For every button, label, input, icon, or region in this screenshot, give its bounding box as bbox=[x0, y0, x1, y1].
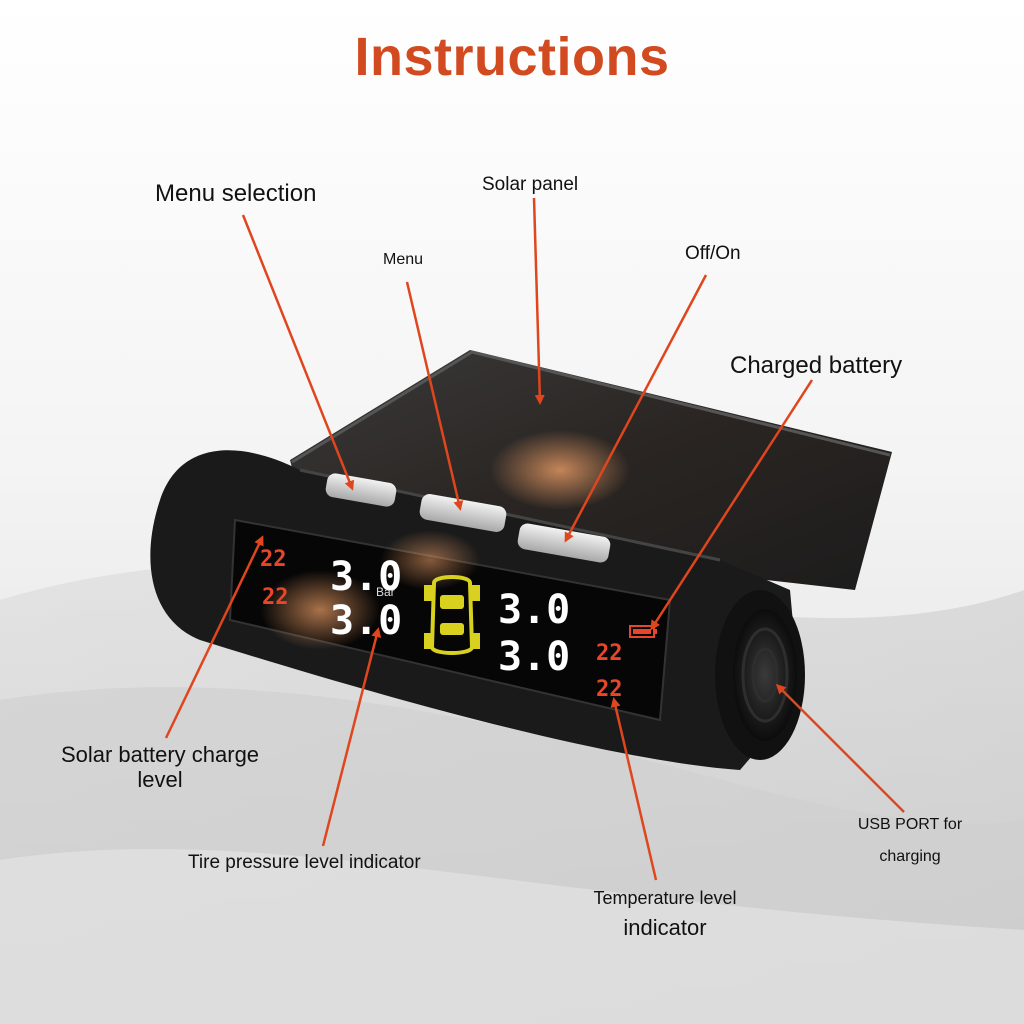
arrow-off-on bbox=[564, 274, 708, 543]
arrow-usb-port bbox=[775, 683, 905, 813]
page-title: Instructions bbox=[354, 27, 670, 87]
label-usb-line2: charging bbox=[879, 848, 941, 866]
lcd-pressure-values: 3.0 3.0 3.0 3.0 Bar bbox=[330, 554, 570, 680]
arrow-solar-battery bbox=[164, 535, 264, 739]
label-usb-line1: USB PORT for bbox=[857, 816, 963, 833]
lcd-screen bbox=[228, 518, 672, 722]
pressure-value-rear-left: 3.0 bbox=[330, 598, 402, 644]
off-on-button[interactable] bbox=[516, 522, 611, 564]
label-charged-battery: Charged battery bbox=[730, 352, 903, 379]
label-solar-battery-line1: Solar battery charge bbox=[60, 742, 260, 767]
temp-value-front-right: 22 bbox=[596, 641, 623, 666]
label-temperature-line1: Temperature level bbox=[593, 888, 737, 908]
label-usb-port: USB PORT for charging bbox=[840, 816, 980, 867]
menu-selection-button[interactable] bbox=[324, 472, 397, 508]
label-tire-pressure: Tire pressure level indicator bbox=[188, 852, 421, 873]
solar-panel bbox=[290, 350, 892, 590]
buttons bbox=[324, 472, 611, 564]
pressure-unit: Bar bbox=[376, 585, 395, 599]
label-temperature: Temperature level indicator bbox=[570, 888, 760, 940]
label-solar-battery: Solar battery charge level bbox=[40, 742, 280, 793]
label-menu-selection: Menu selection bbox=[155, 180, 317, 207]
arrow-temperature bbox=[610, 697, 658, 881]
car-icon bbox=[424, 575, 480, 655]
arrow-menu-selection bbox=[241, 214, 355, 491]
pressure-value-front-right: 3.0 bbox=[498, 587, 570, 633]
temp-value-rear-left: 22 bbox=[262, 585, 289, 610]
label-temperature-line2: indicator bbox=[623, 914, 707, 940]
callout-arrows bbox=[164, 197, 905, 881]
label-solar-panel: Solar panel bbox=[482, 174, 579, 195]
arrow-charged-battery bbox=[650, 379, 814, 631]
temp-value-front-left: 22 bbox=[260, 547, 287, 572]
arrow-tire-pressure bbox=[321, 627, 382, 847]
arrow-solar-panel bbox=[532, 197, 545, 405]
arrow-menu bbox=[405, 281, 464, 511]
label-menu: Menu bbox=[383, 251, 424, 268]
temp-value-rear-right: 22 bbox=[596, 677, 623, 702]
label-solar-battery-line2: level bbox=[137, 767, 183, 793]
menu-button[interactable] bbox=[418, 493, 507, 534]
pressure-value-front-left: 3.0 bbox=[330, 554, 402, 600]
pressure-value-rear-right: 3.0 bbox=[498, 634, 570, 680]
lcd-temperature-values: 22 22 22 22 bbox=[260, 547, 623, 702]
label-off-on: Off/On bbox=[685, 243, 741, 264]
battery-icon bbox=[629, 625, 657, 638]
